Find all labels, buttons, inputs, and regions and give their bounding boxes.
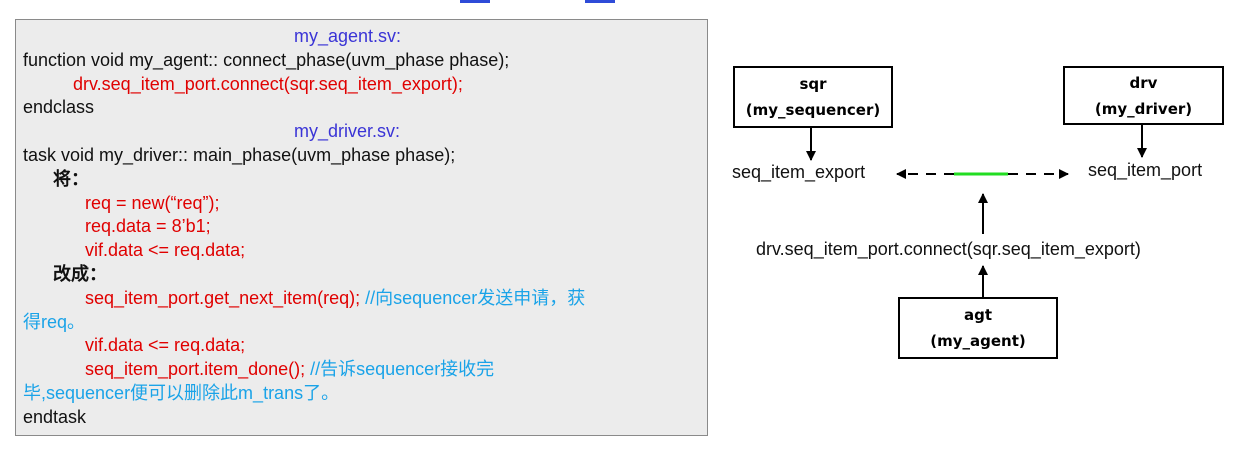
agt-name: agt (963, 306, 993, 324)
agt-type: (my_agent) (930, 332, 1026, 350)
driver-task-line: task void my_driver:: main_phase(uvm_pha… (23, 144, 456, 165)
top-title-fragment (0, 0, 1237, 12)
agent-connect-text: drv.seq_item_port.connect(sqr.seq_item_e… (73, 73, 463, 94)
agent-connect-line: drv.seq_item_port.connect(sqr.seq_item_e… (23, 73, 707, 97)
label-from: 将： (23, 168, 707, 192)
agent-file-title-text: my_agent.sv: (294, 26, 402, 46)
req-new-line: req = new(“req”); (23, 192, 707, 216)
agent-function-line: function void my_agent:: connect_phase(u… (23, 49, 510, 70)
comment-get-next-item: //向sequencer发送申请，获 (360, 287, 586, 308)
sqr-name: sqr (799, 75, 827, 93)
sqr-box: sqr (my_sequencer) (733, 66, 893, 128)
item-done-text: seq_item_port.item_done(); (85, 359, 306, 380)
agt-box: agt (my_agent) (898, 297, 1058, 359)
sqr-type: (my_sequencer) (745, 101, 881, 119)
title-fragment-mark (585, 0, 615, 3)
label-to-text: 改成： (53, 263, 107, 285)
seq-item-export-label: seq_item_export (732, 162, 866, 182)
drv-name: drv (1129, 73, 1158, 92)
connect-call-label: drv.seq_item_port.connect(sqr.seq_item_e… (756, 239, 1141, 259)
label-from-text: 将： (53, 168, 89, 190)
get-next-item-text: seq_item_port.get_next_item(req); (85, 287, 361, 308)
agent-end-line: endclass (23, 97, 95, 118)
driver-file-title: my_driver.sv: (23, 120, 707, 144)
driver-file-title-text: my_driver.sv: (294, 121, 401, 142)
req-data-text: req.data = 8’b1; (85, 216, 211, 237)
vif-assign-text-1: vif.data <= req.data; (85, 240, 246, 261)
vif-assign-line-2: vif.data <= req.data; (23, 334, 707, 358)
comment-done-continued-line: 毕,sequencer便可以删除此m_trans了。 (23, 382, 707, 406)
item-done-line: seq_item_port.item_done(); //告诉sequencer… (23, 358, 707, 382)
comment-get-continued: 得req。 (23, 311, 86, 332)
comment-item-done: //告诉sequencer接收完 (305, 359, 495, 380)
code-panel: my_agent.sv: function void my_agent:: co… (15, 19, 708, 436)
label-to: 改成： (23, 263, 707, 287)
req-new-text: req = new(“req”); (85, 192, 220, 213)
agent-file-title: my_agent.sv: (23, 25, 707, 49)
req-data-line: req.data = 8’b1; (23, 215, 707, 239)
comment-get-continued-line: 得req。 (23, 311, 707, 335)
drv-box: drv (my_driver) (1063, 66, 1224, 125)
drv-type: (my_driver) (1094, 99, 1193, 118)
vif-assign-line-1: vif.data <= req.data; (23, 239, 707, 263)
vif-assign-text-2: vif.data <= req.data; (85, 335, 246, 356)
title-fragment-mark (460, 0, 490, 3)
task-end-line: endtask (23, 406, 87, 427)
seq-item-port-label: seq_item_port (1088, 160, 1203, 180)
get-next-item-line: seq_item_port.get_next_item(req); //向seq… (23, 287, 707, 311)
comment-done-continued: 毕,sequencer便可以删除此m_trans了。 (23, 382, 340, 403)
